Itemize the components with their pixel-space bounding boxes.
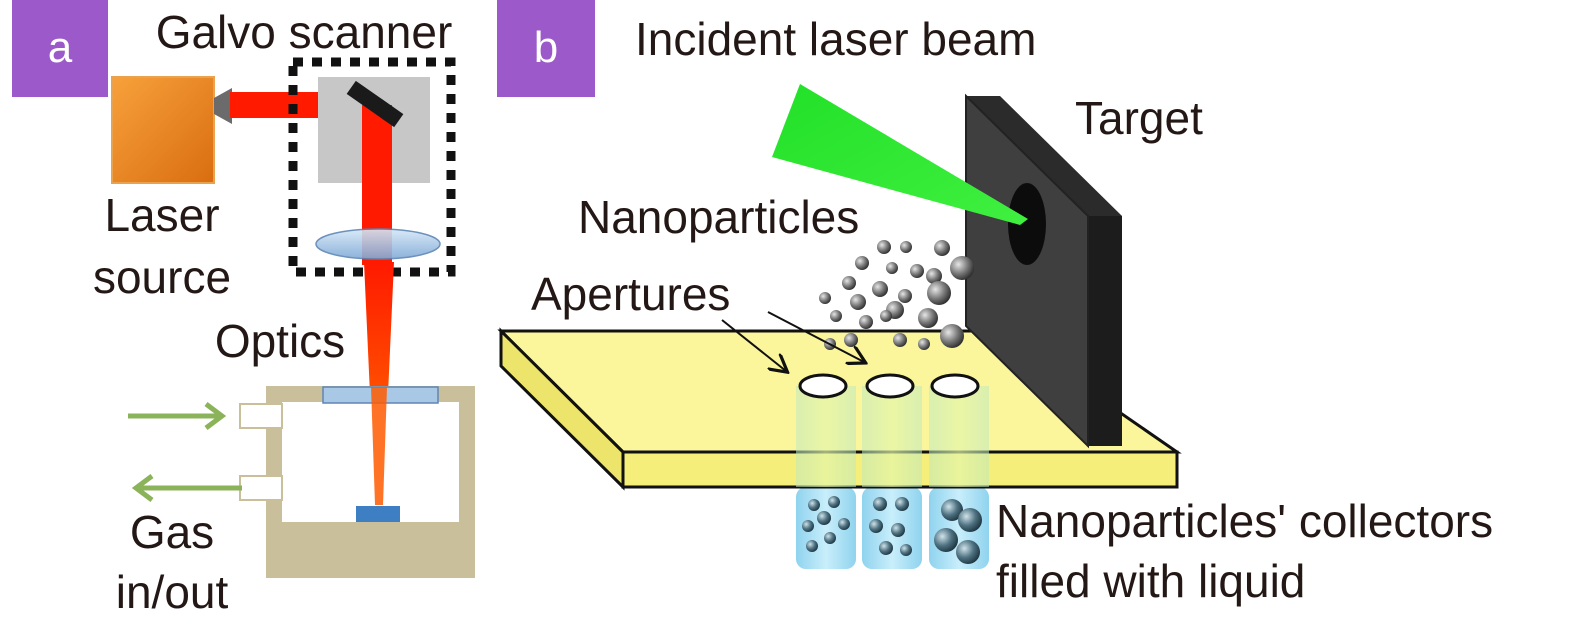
label-collectors-line1: Nanoparticles' collectors: [996, 495, 1493, 547]
label-collectors-line2: filled with liquid: [996, 555, 1305, 607]
gas-inlet-port: [239, 403, 283, 429]
label-galvo-scanner: Galvo scanner: [156, 6, 453, 58]
collected-particle: [895, 497, 909, 511]
collected-particle: [802, 520, 814, 532]
nanoparticle: [940, 324, 964, 348]
panel-a-letter: a: [48, 23, 73, 72]
label-incident-laser-beam: Incident laser beam: [635, 13, 1036, 65]
nanoparticle: [844, 333, 858, 347]
collector-tubes-upper: [796, 386, 989, 487]
chamber-interior: [282, 402, 459, 522]
nanoparticle: [934, 240, 950, 256]
nanoparticle: [950, 256, 974, 280]
label-gas-line1: Gas: [130, 506, 214, 558]
nanoparticle: [910, 264, 924, 278]
gas-out-arrow: [131, 474, 242, 502]
panel-b: b: [497, 0, 1493, 607]
nanoparticle: [850, 294, 866, 310]
collected-particle: [828, 496, 840, 508]
collected-particle: [934, 528, 958, 552]
target-sample: [356, 506, 400, 522]
aperture-3: [930, 373, 980, 399]
gas-outlet-port: [239, 475, 283, 501]
panel-a: a: [12, 0, 475, 618]
laser-focus-cone: [364, 262, 394, 505]
ejected-nanoparticles: [819, 240, 974, 350]
label-laser-line2: source: [93, 251, 231, 303]
apertures-arrow-2: [767, 311, 864, 362]
ablation-chamber: [266, 386, 475, 578]
nanoparticle: [918, 338, 930, 350]
label-optics: Optics: [215, 315, 345, 367]
gas-in-arrow: [128, 402, 227, 430]
label-laser-line1: Laser: [104, 189, 219, 241]
label-target: Target: [1075, 92, 1203, 144]
nanoparticle: [877, 240, 891, 254]
nanoparticle: [927, 281, 951, 305]
collected-particle: [824, 532, 836, 544]
target-top-edge: [966, 96, 1122, 216]
nanoparticle: [900, 241, 912, 253]
aperture-1: [798, 373, 848, 399]
panel-a-tag: [12, 0, 108, 97]
nanoparticle: [898, 289, 912, 303]
collected-particle: [941, 499, 963, 521]
apertures-arrow-1: [721, 319, 786, 371]
laser-cone-in-chamber: [371, 387, 387, 505]
panel-b-tag: [497, 0, 595, 97]
label-nanoparticles: Nanoparticles: [578, 191, 859, 243]
laser-source-box: [111, 76, 215, 184]
nanoparticle: [893, 333, 907, 347]
collected-particle: [891, 523, 905, 537]
nanoparticle: [880, 310, 892, 322]
incident-beam-cone: [772, 84, 1028, 225]
label-gas-line2: in/out: [116, 566, 229, 618]
collected-particle: [817, 511, 831, 525]
focusing-lens: [315, 228, 441, 260]
target-face: [965, 93, 1089, 449]
nanoparticle: [886, 262, 898, 274]
collected-nanoparticles: [802, 496, 982, 564]
collected-particle: [879, 541, 893, 555]
collector-tube-2-upper: [862, 386, 922, 487]
nanoparticle: [926, 268, 942, 284]
collected-particle: [958, 508, 982, 532]
collected-particle: [808, 499, 820, 511]
nanoparticle: [918, 308, 938, 328]
collected-particle: [900, 544, 912, 556]
collected-particle: [956, 540, 980, 564]
target-side: [1088, 216, 1122, 446]
label-apertures: Apertures: [531, 268, 730, 320]
ablation-crater: [1008, 183, 1046, 265]
aperture-2: [865, 373, 915, 399]
panel-b-letter: b: [534, 23, 558, 72]
aperture-plate-side: [499, 327, 625, 491]
nanoparticle: [872, 281, 888, 297]
collected-particle: [873, 497, 887, 511]
nanoparticle: [859, 315, 873, 329]
galvo-mirror: [346, 80, 404, 128]
collected-particle: [869, 519, 883, 533]
nanoparticle: [842, 276, 856, 290]
collector-tube-1-upper: [796, 386, 856, 487]
collected-particle: [806, 540, 818, 552]
collector-tube-3-upper: [929, 386, 989, 487]
nanoparticle: [819, 292, 831, 304]
collected-particle: [838, 518, 850, 530]
nanoparticle: [855, 256, 869, 270]
nanoparticle: [830, 310, 842, 322]
laser-nozzle: [214, 88, 232, 124]
